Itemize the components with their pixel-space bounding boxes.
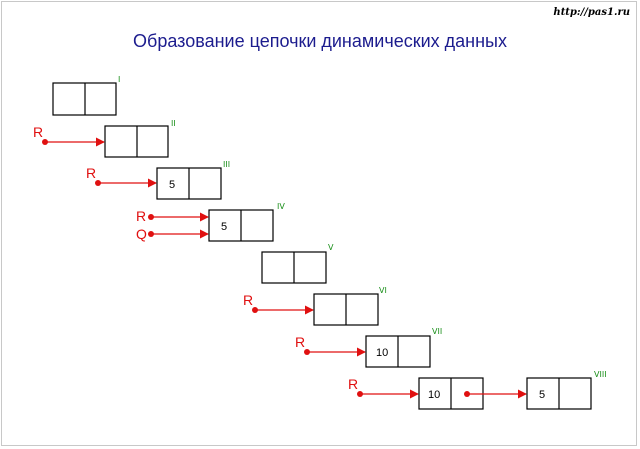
- pointer-r-label: R: [295, 334, 305, 350]
- step-8: R 10 5 VIII: [348, 370, 607, 410]
- step-number: VI: [379, 286, 387, 295]
- next-node-value: 5: [539, 389, 545, 401]
- page-title: Образование цепочки динамических данных: [133, 31, 507, 51]
- step-1: I: [52, 75, 120, 116]
- site-url: http://pas1.ru: [553, 7, 630, 18]
- step-number: VII: [432, 327, 442, 336]
- step-4: R Q 5 IV: [136, 202, 285, 242]
- pointer-r-label: R: [86, 165, 96, 181]
- pointer-r-label: R: [243, 292, 253, 308]
- pointer-r-label: R: [348, 376, 358, 392]
- step-7: R 10 VII: [295, 327, 442, 368]
- step-number: III: [223, 160, 230, 169]
- node-value: 10: [428, 389, 440, 401]
- step-number: V: [328, 243, 334, 252]
- step-2: R II: [33, 119, 176, 158]
- pointer-r-label: R: [33, 124, 43, 140]
- node-value: 5: [169, 179, 175, 191]
- pointer-r-label: R: [136, 208, 146, 224]
- step-number: I: [118, 75, 120, 84]
- step-number: II: [171, 119, 176, 128]
- node-value: 10: [376, 347, 388, 359]
- step-5: V: [261, 243, 334, 284]
- node-value: 5: [221, 221, 227, 233]
- step-3: R 5 III: [86, 160, 230, 200]
- step-6: R VI: [243, 286, 387, 326]
- step-number: VIII: [594, 370, 607, 379]
- pointer-q-label: Q: [136, 226, 147, 242]
- step-number: IV: [277, 202, 285, 211]
